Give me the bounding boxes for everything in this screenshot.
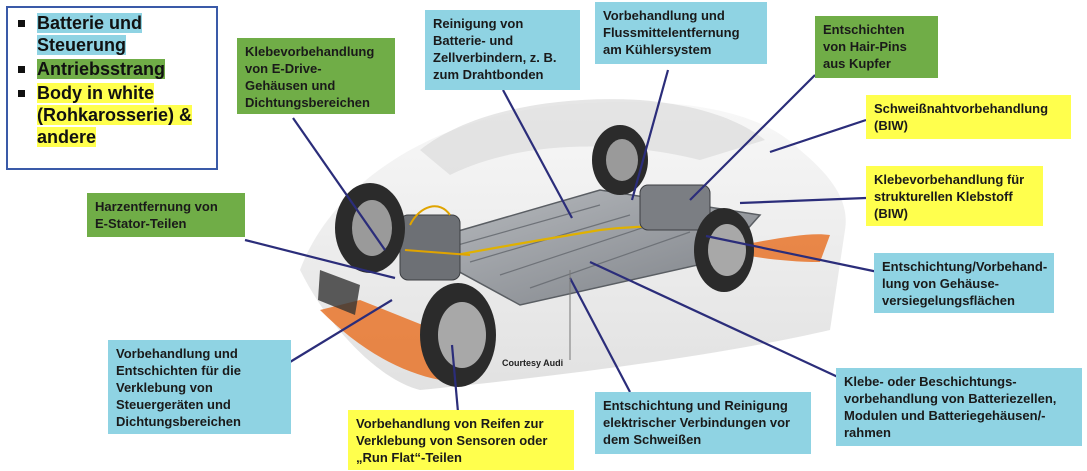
car-rear-orange (740, 234, 830, 262)
front-drive-unit (399, 214, 461, 281)
callout-schweissnaht: Schweißnahtvorbehandlung (BIW) (866, 95, 1071, 139)
callout-klebe-beschichtung: Klebe- oder Beschichtungs- vorbehandlung… (836, 368, 1082, 446)
callout-vorbehandlung-steuergeraete: Vorbehandlung und Entschichten für die V… (108, 340, 291, 434)
front-grille (318, 270, 360, 315)
leader-steuergeraete (289, 299, 393, 363)
legend-label-biw: Body in white (Rohkarosserie) & andere (37, 83, 193, 147)
legend-item-battery: Batterie und Steuerung (16, 12, 212, 56)
legend: Batterie und Steuerung Antriebsstrang Bo… (6, 6, 218, 170)
leader-harz (244, 238, 396, 280)
leader-klebe-edrive (292, 117, 386, 251)
bullet-icon (18, 66, 25, 73)
leader-reifen (450, 344, 460, 413)
leader-klebe-beschichtung (589, 261, 841, 379)
callout-klebevorbehandlung-edrive: Klebevorbehandlung von E-Drive- Gehäusen… (237, 38, 395, 114)
callout-vorbehandlung-flussmittel: Vorbehandlung und Flussmittelentfernung … (595, 2, 767, 64)
bullet-icon (18, 90, 25, 97)
wheel-rear-right (694, 208, 754, 292)
wheel-rear-left (592, 125, 648, 195)
legend-item-powertrain: Antriebsstrang (16, 58, 212, 80)
callout-vorbehandlung-reifen: Vorbehandlung von Reifen zur Verklebung … (348, 410, 574, 470)
callout-harzentfernung: Harzentfernung von E-Stator-Teilen (87, 193, 245, 237)
leader-hairpins (689, 74, 816, 201)
legend-label-powertrain: Antriebsstrang (37, 59, 166, 79)
leader-elektrisch (569, 277, 631, 393)
legend-label-battery: Batterie und Steuerung (37, 13, 143, 55)
callout-entschichten-hairpins: Entschichten von Hair-Pins aus Kupfer (815, 16, 938, 78)
leader-reinigung-batterie (502, 89, 573, 219)
leader-lines (244, 69, 879, 413)
callout-reinigung-batterie: Reinigung von Batterie- und Zellverbinde… (425, 10, 580, 90)
bullet-icon (18, 20, 25, 27)
front-wiring (404, 205, 471, 256)
leader-schweissnaht (769, 118, 867, 154)
callout-entschichtung-gehaeuse: Entschichtung/Vorbehand- lung von Gehäus… (874, 253, 1054, 313)
courtesy-credit: Courtesy Audi (502, 358, 564, 368)
leader-flussmittel (630, 69, 670, 201)
legend-item-biw: Body in white (Rohkarosserie) & andere (16, 82, 212, 148)
wheel-front-right (420, 283, 496, 387)
leader-gehaeuse (705, 234, 879, 274)
callout-entschichtung-elektrisch: Entschichtung und Reinigung elektrischer… (595, 392, 811, 454)
car-roof (420, 99, 765, 175)
leader-strukturell (739, 196, 867, 205)
callout-klebevorbehandlung-strukturell: Klebevorbehandlung für strukturellen Kle… (866, 166, 1043, 226)
